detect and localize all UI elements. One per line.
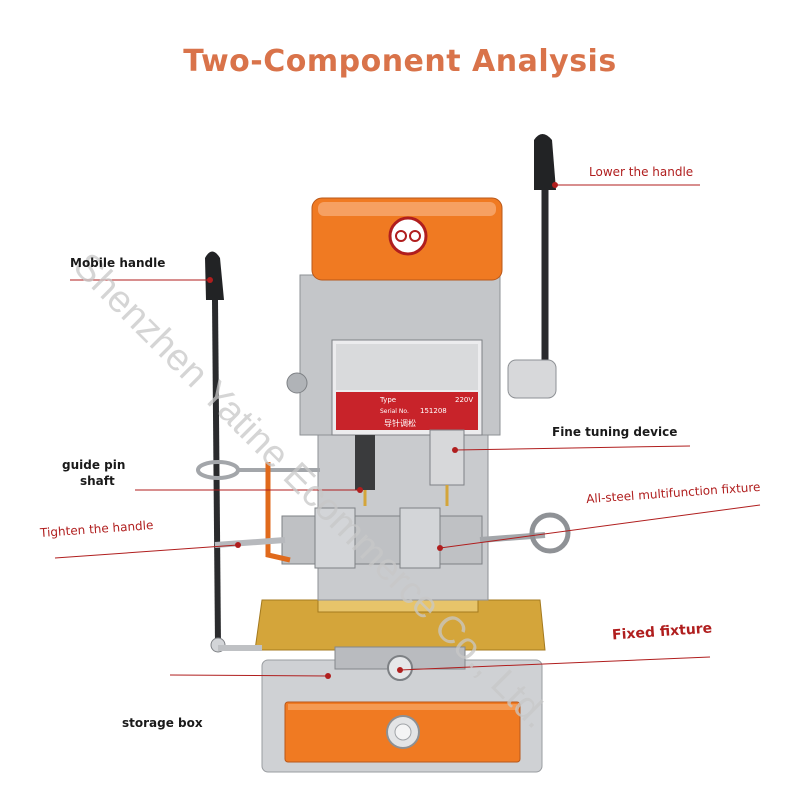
safety-goggles-icon — [388, 216, 428, 256]
tighten-handle-lever — [214, 537, 286, 548]
plate-serial-text: 151208 — [420, 407, 447, 415]
callout-line-all-steel — [439, 504, 761, 549]
label-lower-handle: Lower the handle — [589, 165, 694, 179]
label-guide-pin-line2: shaft — [80, 474, 115, 488]
callout-line-storage — [169, 674, 329, 677]
plate-chinese-text: 导针调松 — [384, 418, 416, 428]
callout-line-fixed-fixture — [399, 656, 711, 671]
label-storage-box: storage box — [122, 716, 203, 730]
label-fine-tuning: Fine tuning device — [552, 425, 678, 439]
label-mobile-handle: Mobile handle — [70, 256, 166, 270]
callout-line-fine-tuning — [454, 445, 691, 451]
label-guide-pin-line1: guide pin — [62, 458, 126, 472]
fixture-handwheel — [529, 512, 571, 554]
plate-serial-label: Serial No. — [380, 408, 409, 415]
cutter-spindle — [429, 429, 465, 486]
plate-volts-text: 220V — [455, 396, 473, 404]
lower-handle-grip — [534, 134, 556, 190]
callout-line-tighten — [54, 544, 239, 559]
guide-pin-spindle — [355, 435, 375, 490]
mobile-handle-rod — [212, 299, 221, 646]
plate-type-text: Type — [379, 396, 396, 404]
page-title: Two-Component Analysis — [183, 44, 617, 79]
mobile-handle-grip — [205, 251, 224, 300]
